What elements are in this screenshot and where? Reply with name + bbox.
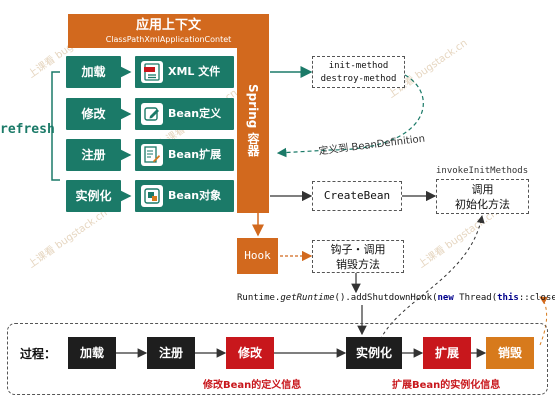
- spring-container-column: [237, 48, 269, 213]
- stage-item-bean-definition: Bean定义: [135, 98, 234, 130]
- stage-item-bean-object: Bean对象: [135, 180, 234, 212]
- definition-curve: [276, 74, 424, 158]
- hook-call-box: 钩子・调用 销毁方法: [312, 240, 404, 273]
- refresh-label: refresh: [0, 122, 55, 137]
- invoke-init-box: 调用 初始化方法: [436, 179, 529, 214]
- document-edit-icon: [141, 144, 163, 166]
- refresh-bracket: [51, 71, 60, 181]
- extend-note: 扩展Bean的实例化信息: [392, 380, 501, 391]
- stage-item-bean-extension: Bean扩展: [135, 139, 234, 171]
- process-label: 过程：: [20, 347, 57, 361]
- stage-label-register: 注册: [66, 139, 121, 171]
- stage-label-modify: 修改: [66, 98, 121, 130]
- hook-box: Hook: [237, 238, 278, 274]
- destroy-curve: [539, 296, 549, 346]
- process-frame: [7, 323, 548, 395]
- application-context-title: 应用上下文 ClassPathXmlApplicationContet: [68, 14, 269, 48]
- process-step-register: 注册: [147, 337, 195, 369]
- process-step-destroy: 销毁: [486, 337, 534, 369]
- stage-item-xml: XML 文件: [135, 56, 234, 88]
- shutdown-hook-code: Runtime.getRuntime().addShutdownHook(new…: [237, 293, 555, 303]
- modify-note: 修改Bean的定义信息: [203, 380, 302, 391]
- spring-container-label: Spring 容器: [246, 84, 260, 157]
- stage-label-instantiate: 实例化: [66, 180, 121, 212]
- process-step-extend: 扩展: [423, 337, 471, 369]
- edit-icon: [141, 103, 163, 125]
- xml-file-icon: [141, 61, 163, 83]
- process-to-invoke-curve: [377, 215, 485, 346]
- create-bean-box: CreateBean: [312, 181, 402, 211]
- init-destroy-method-box: init-method destroy-method: [312, 56, 405, 88]
- stage-label-load: 加载: [66, 56, 121, 88]
- object-icon: [141, 185, 163, 207]
- process-step-load: 加载: [68, 337, 116, 369]
- process-step-instantiate: 实例化: [346, 337, 402, 369]
- invoke-init-label: invokeInitMethods: [436, 166, 529, 176]
- process-step-modify: 修改: [226, 337, 274, 369]
